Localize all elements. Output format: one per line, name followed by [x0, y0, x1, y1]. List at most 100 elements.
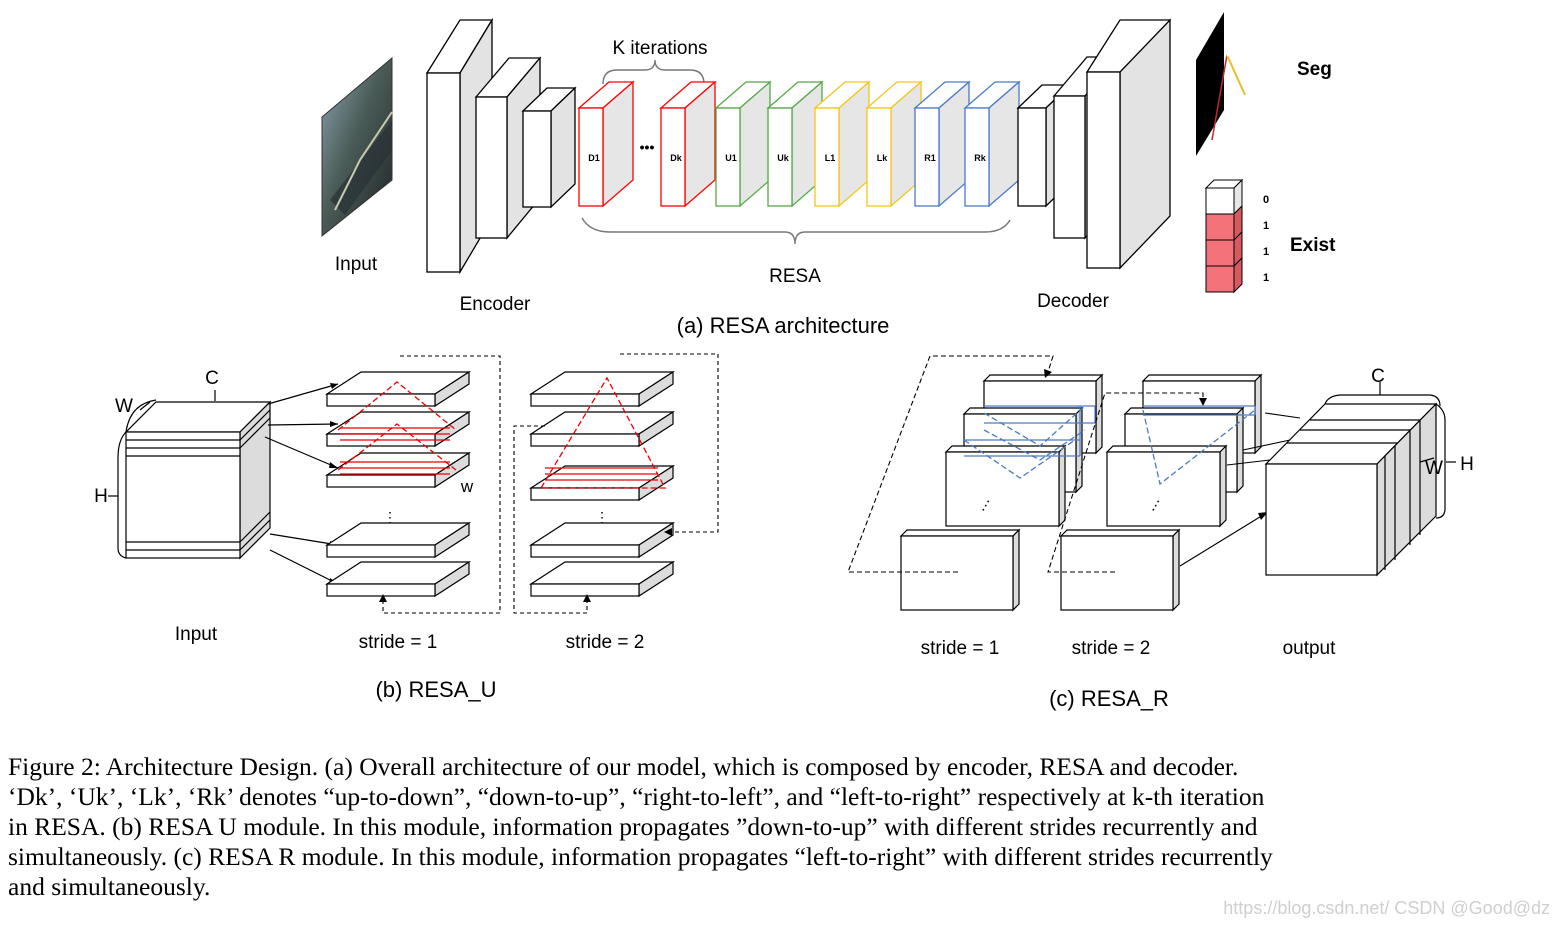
resa-block-label: Dk	[670, 153, 682, 163]
stride2-triangle	[539, 376, 667, 489]
k-iterations-label: K iterations	[612, 38, 707, 59]
input-h-label: H	[94, 486, 108, 507]
output-arrows	[1179, 412, 1301, 567]
output-h-label: H	[1460, 454, 1474, 475]
vertical-dots-b2: ⋮	[595, 511, 609, 526]
output-tensor	[1264, 394, 1446, 577]
stride1-blue-lines	[964, 405, 1096, 457]
resa-block-l1: L1	[813, 80, 871, 208]
decoder-blocks	[1016, 18, 1172, 270]
exist-value: 1	[1263, 272, 1269, 284]
feature-slice	[1105, 444, 1228, 528]
input-tensor	[117, 399, 272, 560]
resa-brace	[581, 217, 1011, 245]
resa-block-uk: Uk	[766, 80, 824, 208]
stride1-feedback	[382, 355, 501, 614]
resa-block-label: D1	[588, 153, 600, 163]
stride1-feedback-c	[847, 355, 1054, 573]
panel-c: ⋮ stride = 1 ⋮ stride = 2	[847, 355, 1474, 711]
figure-caption: Figure 2: Architecture Design. (a) Overa…	[8, 752, 1556, 902]
stride2-feedback-top	[620, 353, 719, 533]
input-label: Input	[335, 254, 378, 275]
resa-block-lk: Lk	[865, 80, 923, 208]
output-w-label: W	[1425, 458, 1443, 479]
encoder-blocks	[425, 17, 577, 275]
feature-slice	[324, 410, 472, 448]
resa-label: RESA	[769, 266, 821, 287]
input-label-b: Input	[175, 624, 218, 645]
exist-label: Exist	[1290, 235, 1336, 256]
stride2-feedback-c	[1047, 392, 1204, 573]
stride2-feedback-bottom	[513, 425, 588, 614]
vertical-dots-c1: ⋮	[975, 496, 995, 516]
caption-line: in RESA. (b) RESA U module. In this modu…	[8, 812, 1258, 841]
panel-a-title: (a) RESA architecture	[677, 313, 890, 338]
resa-block-rk: Rk	[963, 80, 1021, 208]
stride2-label-c: stride = 2	[1072, 638, 1151, 659]
feature-slice	[324, 560, 472, 598]
exist-cell: 0	[1204, 178, 1269, 216]
k-iterations-brace	[602, 59, 705, 85]
exist-cell: 1	[1205, 230, 1269, 268]
output-label: output	[1283, 638, 1337, 659]
decoder-label: Decoder	[1037, 291, 1109, 312]
resa-block-label: U1	[725, 153, 737, 163]
resa-block-r1: R1	[913, 80, 971, 208]
feature-slice	[528, 410, 676, 448]
resa-block-dk: Dk	[659, 80, 717, 208]
feature-slice	[1059, 528, 1181, 612]
stride1-triangles	[337, 381, 457, 471]
exist-value: 1	[1263, 246, 1269, 258]
resa-block-label: R1	[924, 153, 936, 163]
input-image	[321, 56, 393, 238]
panel-b-title: (b) RESA_U	[375, 677, 496, 702]
feature-slice	[944, 444, 1067, 528]
exist-vector: 0 1 1 1	[1204, 178, 1269, 294]
watermark: https://blog.csdn.net/ CSDN @Good@dz	[1223, 898, 1550, 918]
panel-c-title: (c) RESA_R	[1049, 686, 1169, 711]
caption-line: ‘Dk’, ‘Uk’, ‘Lk’, ‘Rk’ denotes “up-to-do…	[8, 782, 1265, 811]
stride1-label-b: stride = 1	[359, 632, 438, 653]
panel-b: C W H Input ⋮ w	[94, 353, 719, 702]
input-w-label: W	[115, 396, 133, 417]
feature-slice	[528, 464, 676, 502]
resa-block-label: L1	[825, 153, 836, 163]
stride2-blue-lines	[1143, 405, 1256, 416]
stride2-red-lines	[545, 467, 658, 481]
resa-blocks: D1 Dk U1 Uk L1 Lk R1 Rk	[577, 80, 1021, 208]
stride2-slices	[528, 370, 676, 598]
stride2-label-b: stride = 2	[566, 632, 645, 653]
stride1-slices	[324, 370, 472, 598]
feature-slice	[324, 521, 472, 559]
caption-line: simultaneously. (c) RESA R module. In th…	[8, 842, 1273, 871]
resa-block-d1: D1	[577, 80, 635, 208]
exist-value: 1	[1263, 220, 1269, 232]
vertical-dots-c2: ⋮	[1145, 496, 1165, 516]
feature-slice	[528, 560, 676, 598]
exist-cell: 1	[1205, 256, 1269, 294]
exist-value: 0	[1263, 194, 1269, 206]
input-c-label: C	[205, 368, 219, 389]
seg-output-image	[1196, 12, 1254, 156]
vertical-dots-b1: ⋮	[383, 511, 397, 526]
resa-block-label: Lk	[877, 153, 888, 163]
encoder-label: Encoder	[460, 294, 531, 315]
feature-slice	[528, 370, 676, 408]
resa-block-u1: U1	[714, 80, 772, 208]
w-small-label: w	[460, 477, 474, 496]
resa-block-label: Rk	[974, 153, 986, 163]
seg-label: Seg	[1297, 59, 1332, 80]
feature-slice	[324, 451, 472, 489]
feature-slice	[899, 528, 1021, 612]
input-arrows	[264, 383, 339, 585]
caption-line: Figure 2: Architecture Design. (a) Overa…	[8, 752, 1239, 781]
feature-slice	[528, 521, 676, 559]
stride2-boxes-c	[1059, 373, 1263, 612]
stride1-red-lines	[340, 427, 450, 475]
output-c-label: C	[1371, 366, 1385, 387]
resa-block-label: Uk	[777, 153, 789, 163]
feature-slice	[324, 370, 472, 408]
stride2-blue-triangle	[1142, 409, 1256, 486]
